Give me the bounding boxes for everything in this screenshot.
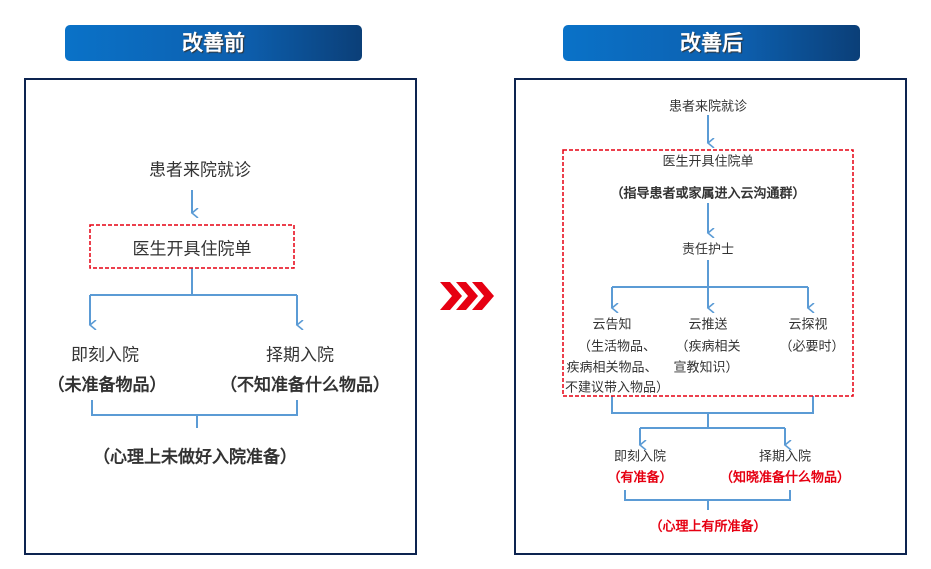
before-order: 医生开具住院单 [132,239,252,260]
after-visit: 云探视 [788,317,828,333]
after-scheduled: 择期入院 [758,449,812,465]
before-immediate-note: （未准备物品） [47,375,167,396]
after-push: 云推送 [688,317,728,333]
after-start: 患者来院就诊 [668,99,748,115]
notify-line: 不建议带入物品） [564,380,670,396]
before-scheduled: 择期入院 [266,345,334,366]
visit-line: （必要时） [779,339,845,355]
before-immediate: 即刻入院 [71,345,139,366]
notify-line: （生活物品、 [577,339,657,355]
before-scheduled-note: （不知准备什么物品） [220,375,390,396]
after-nurse: 责任护士 [681,242,735,258]
after-header: 改善后 [563,25,860,61]
after-order: 医生开具住院单 [662,154,754,170]
before-start: 患者来院就诊 [149,160,251,181]
before-header: 改善前 [65,25,362,61]
after-notify: 云告知 [592,317,632,333]
after-immediate-note: （有准备） [607,470,673,486]
after-immediate: 即刻入院 [613,449,667,465]
before-result: （心理上未做好入院准备） [93,447,297,468]
before-panel [24,78,417,555]
after-panel [514,78,907,555]
notify-line: 疾病相关物品、 [566,360,658,376]
push-line: （疾病相关 [675,339,741,355]
push-line: 宣教知识） [673,360,739,376]
after-order-note: （指导患者或家属进入云沟通群） [610,186,806,202]
chevron-arrows-icon [440,282,494,310]
after-result: （心理上有所准备） [649,519,767,535]
after-scheduled-note: （知晓准备什么物品） [719,470,851,486]
